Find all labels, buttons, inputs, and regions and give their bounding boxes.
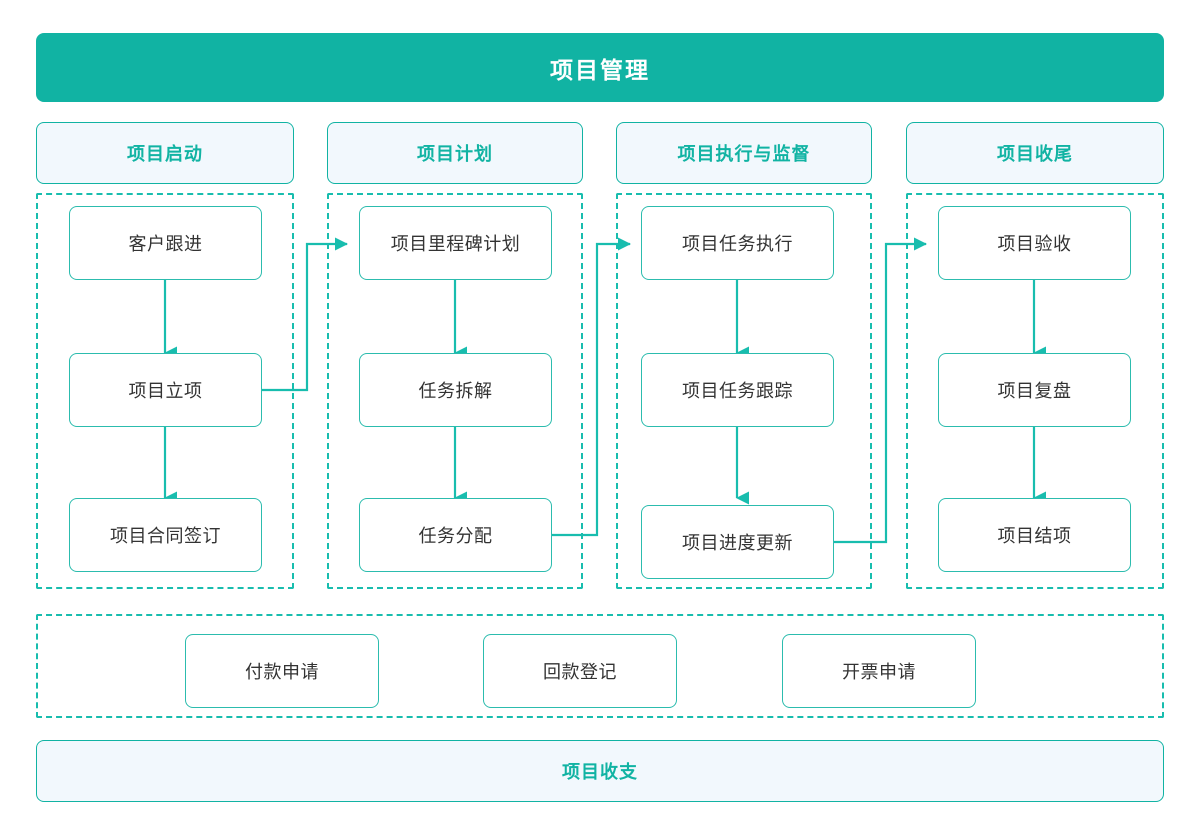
node-payment-request[interactable]: 付款申请 xyxy=(185,634,379,708)
phase-header-project-execution[interactable]: 项目执行与监督 xyxy=(616,122,872,184)
node-label: 项目结项 xyxy=(997,526,1072,546)
node-label: 项目立项 xyxy=(128,381,203,401)
node-label: 项目验收 xyxy=(997,234,1072,254)
finance-group xyxy=(36,614,1164,718)
node-label: 项目进度更新 xyxy=(682,533,793,553)
node-task-assignment[interactable]: 任务分配 xyxy=(359,498,552,572)
phase-header-project-planning[interactable]: 项目计划 xyxy=(327,122,583,184)
node-label: 项目任务执行 xyxy=(682,234,793,254)
footer-banner-project-income-expense[interactable]: 项目收支 xyxy=(36,740,1164,802)
node-task-breakdown[interactable]: 任务拆解 xyxy=(359,353,552,427)
phase-header-project-closure[interactable]: 项目收尾 xyxy=(906,122,1164,184)
node-label: 项目复盘 xyxy=(997,381,1072,401)
phase-header-label: 项目收尾 xyxy=(997,144,1073,164)
node-label: 任务拆解 xyxy=(418,381,493,401)
node-label: 项目任务跟踪 xyxy=(682,381,793,401)
diagram-title-banner: 项目管理 xyxy=(36,33,1164,102)
node-label: 项目合同签订 xyxy=(110,526,221,546)
node-payment-receipt-registration[interactable]: 回款登记 xyxy=(483,634,677,708)
node-project-review[interactable]: 项目复盘 xyxy=(938,353,1131,427)
node-project-acceptance[interactable]: 项目验收 xyxy=(938,206,1131,280)
node-project-progress-update[interactable]: 项目进度更新 xyxy=(641,505,834,579)
node-project-initiation[interactable]: 项目立项 xyxy=(69,353,262,427)
node-project-task-tracking[interactable]: 项目任务跟踪 xyxy=(641,353,834,427)
node-label: 回款登记 xyxy=(543,662,617,682)
phase-header-label: 项目执行与监督 xyxy=(677,144,811,164)
node-customer-follow-up[interactable]: 客户跟进 xyxy=(69,206,262,280)
node-label: 付款申请 xyxy=(245,662,319,682)
node-label: 开票申请 xyxy=(842,662,916,682)
node-project-milestone-plan[interactable]: 项目里程碑计划 xyxy=(359,206,552,280)
node-label: 客户跟进 xyxy=(128,234,203,254)
node-label: 项目里程碑计划 xyxy=(390,234,521,254)
node-project-contract-signing[interactable]: 项目合同签订 xyxy=(69,498,262,572)
node-project-closure[interactable]: 项目结项 xyxy=(938,498,1131,572)
diagram-title: 项目管理 xyxy=(550,56,650,83)
footer-label: 项目收支 xyxy=(562,762,638,782)
node-project-task-execution[interactable]: 项目任务执行 xyxy=(641,206,834,280)
phase-header-project-initiation[interactable]: 项目启动 xyxy=(36,122,294,184)
phase-header-label: 项目启动 xyxy=(127,144,203,164)
node-label: 任务分配 xyxy=(418,526,493,546)
node-invoice-request[interactable]: 开票申请 xyxy=(782,634,976,708)
phase-header-label: 项目计划 xyxy=(417,144,493,164)
